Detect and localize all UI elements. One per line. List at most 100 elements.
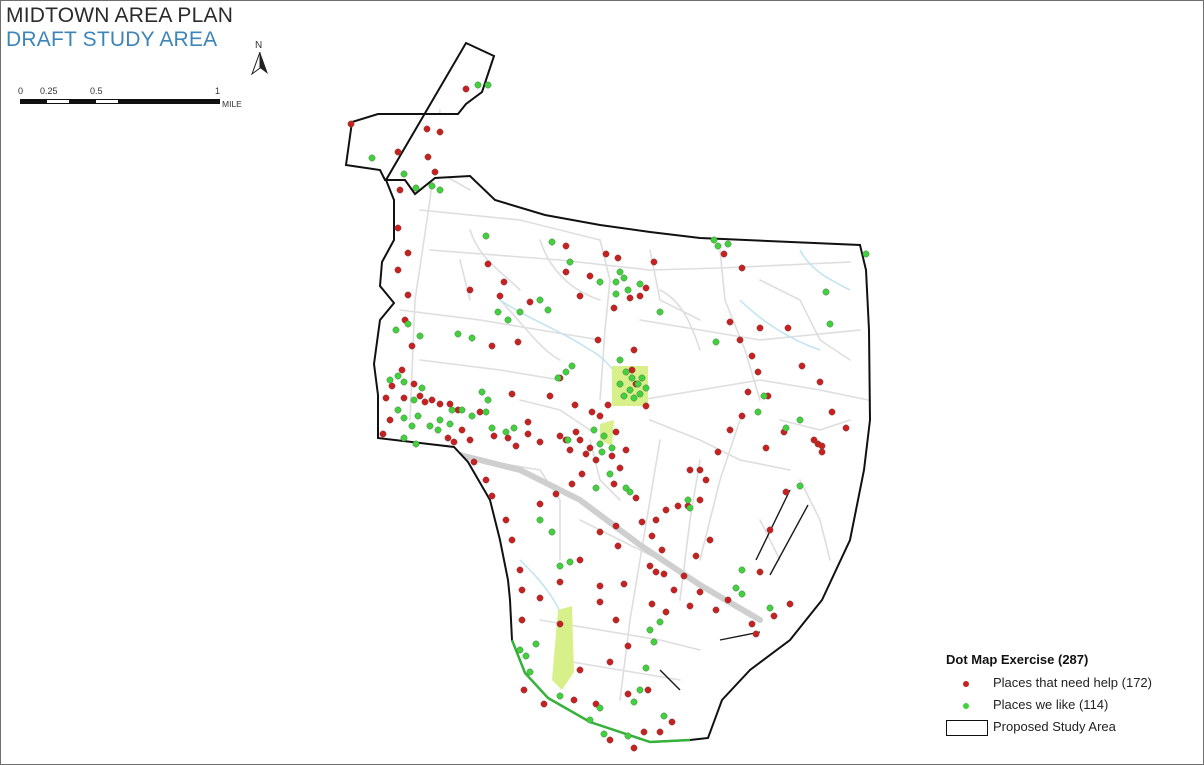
legend-item-need-help: Places that need help (172) <box>946 673 1196 695</box>
we-like-dot <box>516 308 524 316</box>
we-like-dot <box>510 424 518 432</box>
need-help-dot <box>628 366 636 374</box>
legend-label-study-area: Proposed Study Area <box>993 719 1116 734</box>
we-like-dot <box>368 154 376 162</box>
need-help-dot <box>620 580 628 588</box>
we-like-dot <box>606 470 614 478</box>
need-help-dot <box>648 600 656 608</box>
we-like-dot <box>548 528 556 536</box>
we-like-dot <box>638 374 646 382</box>
need-help-dot <box>596 582 604 590</box>
need-help-dot <box>610 480 618 488</box>
need-help-dot <box>571 401 579 409</box>
we-like-dot <box>738 590 746 598</box>
need-help-dot <box>556 432 564 440</box>
we-like-dot <box>458 406 466 414</box>
need-help-dot <box>556 578 564 586</box>
we-like-dot <box>598 448 606 456</box>
need-help-dot <box>596 528 604 536</box>
need-help-dot <box>646 562 654 570</box>
need-help-dot <box>696 496 704 504</box>
need-help-dot <box>798 362 806 370</box>
need-help-dot <box>744 388 752 396</box>
need-help-dot <box>616 464 624 472</box>
need-help-dot <box>648 532 656 540</box>
need-help-dot <box>476 408 484 416</box>
we-like-dot <box>474 81 482 89</box>
need-help-dot <box>396 186 404 194</box>
we-like-dot <box>782 424 790 432</box>
need-help-dot <box>556 620 564 628</box>
need-help-dot <box>458 426 466 434</box>
need-help-dot <box>482 476 490 484</box>
legend: Dot Map Exercise (287) Places that need … <box>946 652 1196 739</box>
need-help-dot <box>756 324 764 332</box>
we-like-dot <box>628 374 636 382</box>
we-like-dot <box>724 240 732 248</box>
we-like-dot <box>660 712 668 720</box>
we-like-dot <box>394 372 402 380</box>
we-like-dot <box>416 332 424 340</box>
we-like-dot <box>468 334 476 342</box>
we-like-dot <box>562 368 570 376</box>
need-help-dot <box>612 428 620 436</box>
need-help-dot <box>702 476 710 484</box>
need-help-dot <box>770 612 778 620</box>
need-help-dot <box>508 390 516 398</box>
need-help-dot <box>720 250 728 258</box>
we-like-dot <box>556 692 564 700</box>
we-like-dot <box>754 408 762 416</box>
we-like-dot <box>710 236 718 244</box>
legend-label-need-help: Places that need help (172) <box>993 675 1152 690</box>
need-help-dot <box>446 400 454 408</box>
we-like-dot <box>436 416 444 424</box>
need-help-dot <box>484 260 492 268</box>
we-like-dot <box>418 384 426 392</box>
need-help-dot <box>404 249 412 257</box>
need-help-dot <box>394 224 402 232</box>
need-help-dot <box>524 418 532 426</box>
we-like-dot <box>826 320 834 328</box>
need-help-dot <box>512 442 520 450</box>
need-help-dot <box>658 546 666 554</box>
need-help-dot <box>752 630 760 638</box>
we-like-dot <box>634 380 642 388</box>
we-like-dot <box>392 326 400 334</box>
we-like-dot <box>436 186 444 194</box>
study-area-boundary[interactable] <box>344 41 872 744</box>
need-help-dot <box>612 522 620 530</box>
need-help-dot <box>656 728 664 736</box>
need-help-dot <box>524 430 532 438</box>
need-help-dot <box>536 438 544 446</box>
legend-label-we-like: Places we like (114) <box>993 697 1109 712</box>
need-help-dot <box>592 456 600 464</box>
dots-places-need-help <box>347 85 850 752</box>
need-help-dot <box>568 480 576 488</box>
we-like-dot <box>636 280 644 288</box>
we-like-dot <box>488 424 496 432</box>
north-arrow-icon <box>250 52 268 76</box>
need-help-dot <box>662 608 670 616</box>
need-help-dot <box>706 536 714 544</box>
we-like-dot <box>484 81 492 89</box>
we-like-dot <box>642 664 650 672</box>
need-help-dot <box>738 264 746 272</box>
need-help-dot <box>504 434 512 442</box>
red-dot-icon <box>946 676 988 692</box>
we-like-dot <box>732 584 740 592</box>
need-help-dot <box>660 570 668 578</box>
we-like-dot <box>408 422 416 430</box>
we-like-dot <box>426 422 434 430</box>
need-help-dot <box>424 153 432 161</box>
legend-title: Dot Map Exercise (287) <box>946 652 1089 667</box>
we-like-dot <box>536 296 544 304</box>
we-like-dot <box>448 406 456 414</box>
we-like-dot <box>548 238 556 246</box>
need-help-dot <box>379 430 387 438</box>
we-like-dot <box>586 716 594 724</box>
we-like-dot <box>428 182 436 190</box>
need-help-dot <box>766 526 774 534</box>
need-help-dot <box>712 606 720 614</box>
need-help-dot <box>398 366 406 374</box>
